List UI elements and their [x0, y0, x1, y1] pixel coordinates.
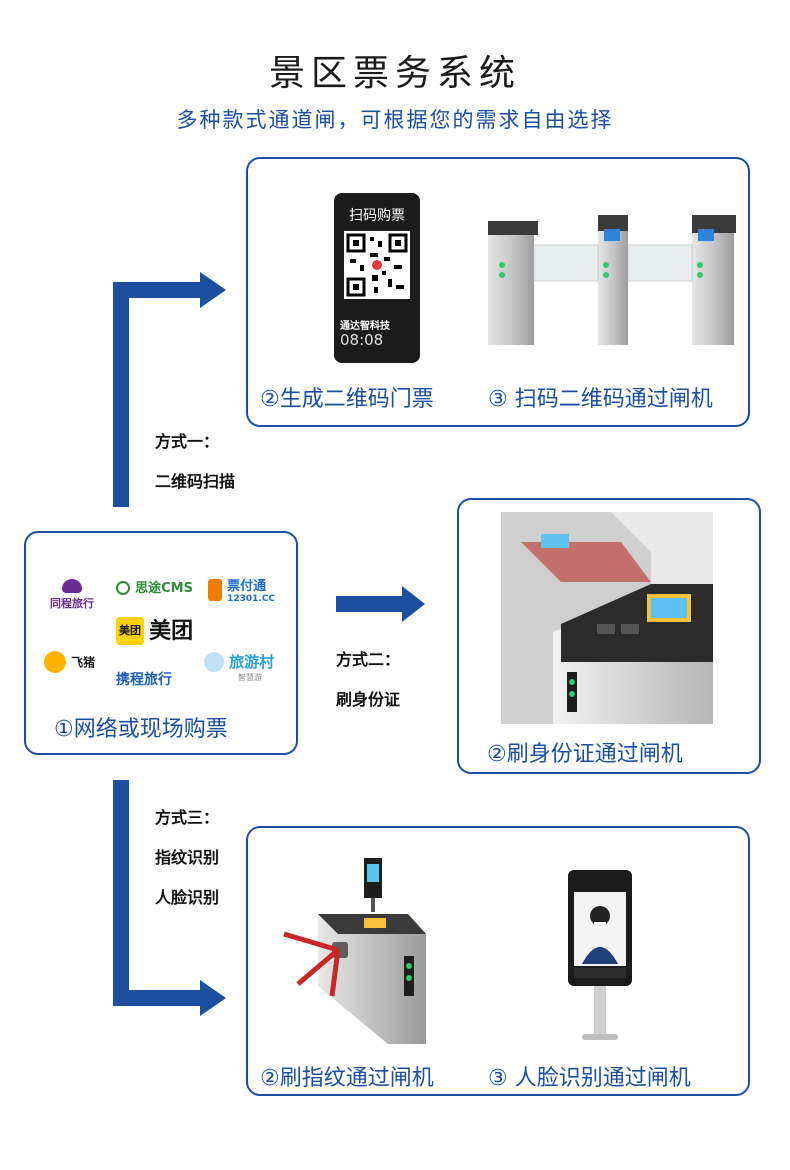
swing-gate-illustration	[488, 215, 736, 345]
id-card-method-panel: ②刷身份证通过闸机	[457, 498, 761, 774]
connector-vertical-top	[113, 285, 129, 507]
tongcheng-icon	[62, 579, 82, 593]
caption-fingerprint-gate: ②刷指纹通过闸机	[260, 1066, 434, 1091]
connector-horizontal-bottom	[113, 990, 203, 1006]
biometric-method-panel: ②刷指纹通过闸机 ③ 人脸识别通过闸机	[246, 826, 750, 1096]
feizhu-logo: 飞猪	[44, 651, 95, 673]
connector-vertical-bottom	[113, 780, 129, 1002]
qr-code-icon	[344, 231, 410, 299]
ctrip-logo: 携程旅行	[116, 672, 172, 688]
caption-qr-ticket: ②生成二维码门票	[260, 387, 434, 412]
phone-illustration: 扫码购票 通达智科技 08:08	[334, 193, 420, 363]
arrow-head-top	[200, 272, 226, 308]
caption-qr-gate: ③ 扫码二维码通过闸机	[488, 387, 713, 412]
situ-icon	[116, 580, 130, 595]
piaofutong-icon	[208, 578, 222, 601]
caption-purchase: ①网络或现场购票	[54, 717, 228, 742]
lvyoucun-logo: 旅游村 智慧游	[204, 651, 274, 683]
method2-desc: 刷身份证	[336, 690, 401, 709]
caption-face-gate: ③ 人脸识别通过闸机	[488, 1066, 691, 1091]
piaofutong-logo: 票付通 12301.CC	[208, 575, 275, 604]
feizhu-icon	[44, 651, 66, 673]
id-card-gate-illustration	[501, 512, 713, 724]
connector-horizontal-mid	[336, 596, 406, 612]
tripod-turnstile-illustration	[283, 858, 426, 1044]
page-title: 景区票务系统	[268, 53, 521, 94]
method3-label: 方式三： 指纹识别 人脸识别	[155, 798, 219, 918]
method3-desc-fingerprint: 指纹识别	[155, 848, 220, 867]
lvyoucun-icon	[204, 651, 224, 672]
method1-desc: 二维码扫描	[155, 472, 236, 491]
tongcheng-logo: 同程旅行	[46, 579, 98, 611]
face-recognition-terminal-illustration	[568, 870, 632, 1040]
meituan-logo: 美团 美团	[116, 613, 193, 645]
method3-desc-face: 人脸识别	[155, 888, 220, 907]
method2-label: 方式二： 刷身份证	[336, 640, 400, 720]
page-subtitle: 多种款式通道闸，可根据您的需求自由选择	[176, 108, 614, 132]
phone-time: 08:08	[340, 331, 384, 349]
qr-method-panel: 扫码购票 通达智科技 08:08	[246, 157, 750, 427]
phone-heading: 扫码购票	[349, 208, 405, 224]
arrow-head-bottom	[200, 980, 226, 1016]
method1-title: 方式一：	[155, 432, 220, 451]
purchase-panel: 同程旅行 思途CMS 票付通 12301.CC 美团 美团 飞猪 携程旅行 旅游…	[24, 531, 298, 755]
connector-horizontal-top	[113, 282, 203, 298]
caption-id-card-gate: ②刷身份证通过闸机	[487, 742, 683, 767]
method3-title: 方式三：	[155, 808, 220, 827]
phone-company: 通达智科技	[340, 321, 390, 332]
arrow-head-mid	[402, 586, 425, 622]
situ-cms-logo: 思途CMS	[116, 577, 193, 596]
meituan-icon: 美团	[116, 616, 144, 645]
method1-label: 方式一： 二维码扫描	[155, 422, 235, 502]
method2-title: 方式二：	[336, 650, 401, 669]
